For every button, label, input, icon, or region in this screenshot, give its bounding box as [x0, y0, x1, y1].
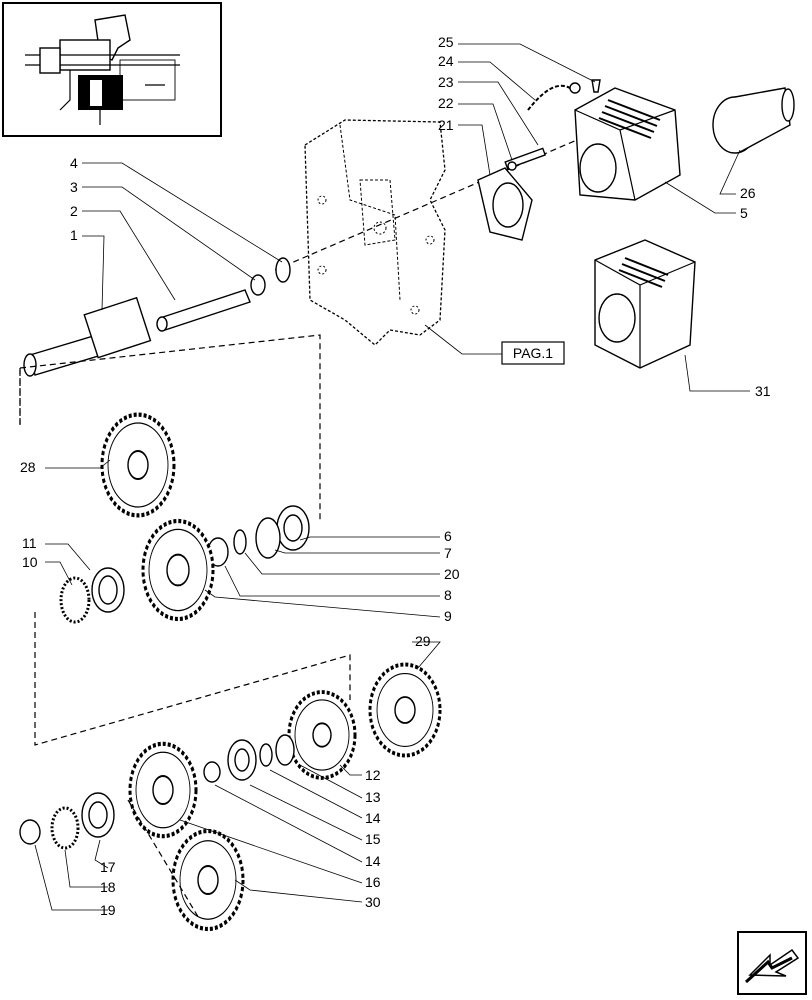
- callout-14b: 14: [365, 853, 381, 869]
- cap-part-19: [19, 819, 41, 845]
- callout-28: 28: [20, 459, 36, 475]
- gear-part-18: [50, 806, 80, 850]
- callout-26: 26: [740, 185, 756, 201]
- bearing-part-17: [81, 792, 115, 838]
- page-reference-link[interactable]: PAG.1: [501, 341, 565, 365]
- ring-part-14: [259, 743, 273, 767]
- gear-part-12: [287, 690, 357, 780]
- gear-part-29: [368, 662, 442, 758]
- callout-6: 6: [444, 528, 452, 544]
- leader-lines: [34, 43, 750, 911]
- callout-3: 3: [70, 179, 78, 195]
- guard-part-5: [574, 87, 681, 201]
- gear-part-30: [171, 828, 245, 932]
- gear-part-16: [128, 741, 198, 839]
- callout-29: 29: [415, 633, 431, 649]
- bushing-part-13: [275, 734, 295, 766]
- next-page-arrow-icon[interactable]: [737, 931, 807, 995]
- ring-part-20: [233, 529, 247, 555]
- callout-16: 16: [365, 874, 381, 890]
- ring-part-4: [275, 257, 291, 283]
- page-reference-label: PAG.1: [513, 345, 553, 361]
- callout-8: 8: [444, 587, 452, 603]
- bearing-part-6: [276, 505, 310, 551]
- callout-1: 1: [70, 227, 78, 243]
- transmission-housing: [304, 119, 446, 346]
- callout-30: 30: [365, 894, 381, 910]
- gear-part-9: [141, 518, 215, 622]
- callout-4: 4: [70, 155, 78, 171]
- cap-part-26: [712, 87, 795, 154]
- callout-17: 17: [100, 859, 116, 875]
- callout-25: 25: [438, 34, 454, 50]
- callout-19: 19: [100, 902, 116, 918]
- callout-31: 31: [755, 383, 771, 399]
- callout-24: 24: [438, 53, 454, 69]
- callout-21: 21: [438, 117, 454, 133]
- bearing-part-15: [227, 739, 257, 781]
- callout-12: 12: [365, 767, 381, 783]
- bearing-part-11: [91, 567, 125, 613]
- callout-23: 23: [438, 74, 454, 90]
- flange-part-21: [477, 167, 533, 241]
- clip-part-25: [591, 79, 601, 93]
- callout-13: 13: [365, 789, 381, 805]
- gear-part-10: [59, 576, 91, 624]
- callout-20: 20: [444, 566, 460, 582]
- callout-15: 15: [365, 831, 381, 847]
- bolt-part-23: [504, 147, 547, 171]
- shaft-part-2: [156, 289, 251, 332]
- guard-part-31: [594, 239, 696, 369]
- callout-labels: 1 2 3 4 5 6 7 8 9 10 11 12 13 14 15 14 1…: [20, 34, 771, 918]
- callout-10: 10: [22, 554, 38, 570]
- assembly-thumbnail-icon: [2, 2, 222, 137]
- callout-18: 18: [100, 879, 116, 895]
- callout-5: 5: [740, 205, 748, 221]
- callout-11: 11: [22, 535, 37, 551]
- ring-part-7: [255, 517, 281, 559]
- chain-part-24: [527, 82, 581, 111]
- ring-part-3: [250, 274, 266, 296]
- callout-14a: 14: [365, 810, 381, 826]
- ring-part-14b: [203, 761, 221, 783]
- callout-7: 7: [444, 545, 452, 561]
- shaft-part-1: [23, 296, 152, 377]
- callout-9: 9: [444, 608, 452, 624]
- callout-2: 2: [70, 203, 78, 219]
- callout-22: 22: [438, 95, 454, 111]
- gear-part-28: [100, 412, 176, 518]
